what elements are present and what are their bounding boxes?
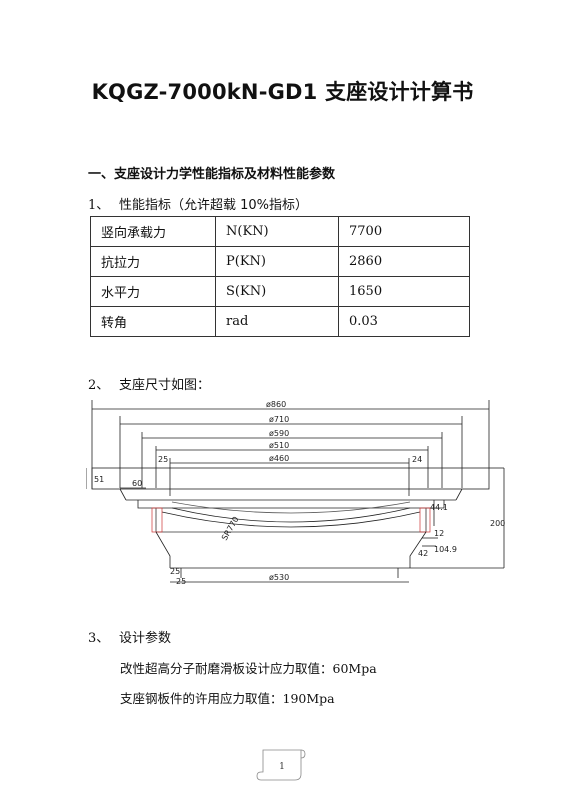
dim-label: 104.9 bbox=[434, 545, 457, 554]
table-cell: rad bbox=[215, 306, 339, 337]
left-dimensions bbox=[86, 468, 146, 489]
dim-label: ø510 bbox=[269, 441, 289, 450]
table-row: 水平力 S(KN) 1650 bbox=[90, 276, 470, 307]
right-dimensions bbox=[409, 467, 505, 569]
param-line: 改性超高分子耐磨滑板设计应力取值：60Mpa bbox=[120, 661, 377, 676]
dim-label: 25 bbox=[176, 577, 186, 586]
table-cell: 竖向承载力 bbox=[90, 216, 216, 247]
table-cell: 0.03 bbox=[338, 306, 470, 337]
document-title: KQGZ-7000kN-GD1 支座设计计算书 bbox=[91, 80, 474, 104]
dim-label: 24 bbox=[412, 455, 422, 464]
subsection-1-number: 1、 bbox=[88, 198, 110, 213]
performance-table: 竖向承载力 N(KN) 7700 抗拉力 P(KN) 2860 水平力 S(KN… bbox=[90, 216, 470, 337]
table-cell: 2860 bbox=[338, 246, 470, 277]
subsection-2-number: 2、 bbox=[88, 378, 110, 393]
dim-label: 42 bbox=[418, 549, 428, 558]
dim-label: ø710 bbox=[269, 415, 289, 424]
table-cell: 1650 bbox=[338, 276, 470, 307]
top-plate bbox=[91, 467, 490, 501]
table-cell: N(KN) bbox=[215, 216, 339, 247]
dimension-lines bbox=[91, 400, 490, 496]
dim-label: 12 bbox=[434, 529, 444, 538]
subsection-3-number: 3、 bbox=[88, 631, 110, 646]
dim-label: ø460 bbox=[269, 454, 289, 463]
subsection-3: 3、设计参数 bbox=[88, 627, 171, 646]
subsection-1-label: 性能指标（允许超载 10%指标） bbox=[119, 198, 309, 213]
table-row: 竖向承载力 N(KN) 7700 bbox=[90, 216, 470, 247]
table-row: 转角 rad 0.03 bbox=[90, 306, 470, 337]
subsection-3-label: 设计参数 bbox=[119, 631, 172, 646]
section-heading-1: 一、支座设计力学性能指标及材料性能参数 bbox=[88, 167, 336, 182]
bearing-drawing: ø860 ø710 ø590 ø510 ø460 ø530 25 24 51 6… bbox=[86, 400, 505, 586]
subsection-2-label: 支座尺寸如图： bbox=[119, 378, 211, 393]
dim-label: 25 bbox=[158, 455, 168, 464]
page-number-scroll: 1 bbox=[256, 749, 306, 781]
dim-label: ø590 bbox=[269, 429, 289, 438]
dim-label: 44.1 bbox=[430, 503, 448, 512]
table-cell: 转角 bbox=[90, 306, 216, 337]
table-cell: 7700 bbox=[338, 216, 470, 247]
dim-label: SR770 bbox=[220, 515, 241, 542]
table-cell: S(KN) bbox=[215, 276, 339, 307]
table-cell: P(KN) bbox=[215, 246, 339, 277]
dim-label: 51 bbox=[94, 475, 104, 484]
dim-label: 200 bbox=[490, 519, 505, 528]
table-cell: 抗拉力 bbox=[90, 246, 216, 277]
subsection-2: 2、支座尺寸如图： bbox=[88, 374, 210, 393]
table-cell: 水平力 bbox=[90, 276, 216, 307]
page-number: 1 bbox=[279, 762, 285, 772]
dim-label: 60 bbox=[132, 479, 142, 488]
param-line: 支座钢板件的许用应力取值：190Mpa bbox=[120, 691, 335, 706]
dimension-labels: ø860 ø710 ø590 ø510 ø460 ø530 25 24 51 6… bbox=[94, 400, 505, 586]
subsection-1: 1、性能指标（允许超载 10%指标） bbox=[88, 194, 308, 213]
spherical-body bbox=[126, 499, 456, 578]
dim-label: ø530 bbox=[269, 573, 289, 582]
table-row: 抗拉力 P(KN) 2860 bbox=[90, 246, 470, 277]
dim-label: 25 bbox=[170, 567, 180, 576]
dim-label: ø860 bbox=[266, 400, 286, 409]
